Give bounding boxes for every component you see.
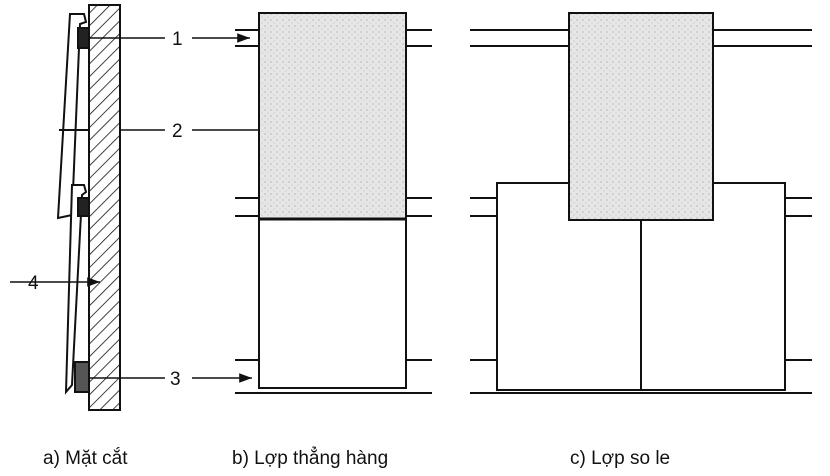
label-1: 1 xyxy=(172,29,183,50)
caption-staggered: c) Lợp so le xyxy=(570,448,671,469)
label-2: 2 xyxy=(172,121,183,142)
tile-top-staggered xyxy=(568,12,714,221)
batten-3 xyxy=(74,361,90,393)
label-4: 4 xyxy=(28,273,39,294)
batten-2 xyxy=(77,197,90,217)
caption-section: a) Mặt cắt xyxy=(43,448,128,469)
leader-lines xyxy=(10,33,290,383)
batten-1 xyxy=(77,27,90,49)
label-3: 3 xyxy=(170,369,181,390)
section-view xyxy=(56,4,121,411)
tile-bottom xyxy=(258,218,407,389)
upper-tile xyxy=(56,13,88,220)
caption-aligned: b) Lợp thẳng hàng xyxy=(232,448,389,469)
aligned-layout xyxy=(235,12,432,394)
wall-hatched xyxy=(88,4,121,411)
staggered-layout xyxy=(470,12,812,394)
lower-tile xyxy=(64,184,88,395)
tile-top xyxy=(258,12,407,220)
